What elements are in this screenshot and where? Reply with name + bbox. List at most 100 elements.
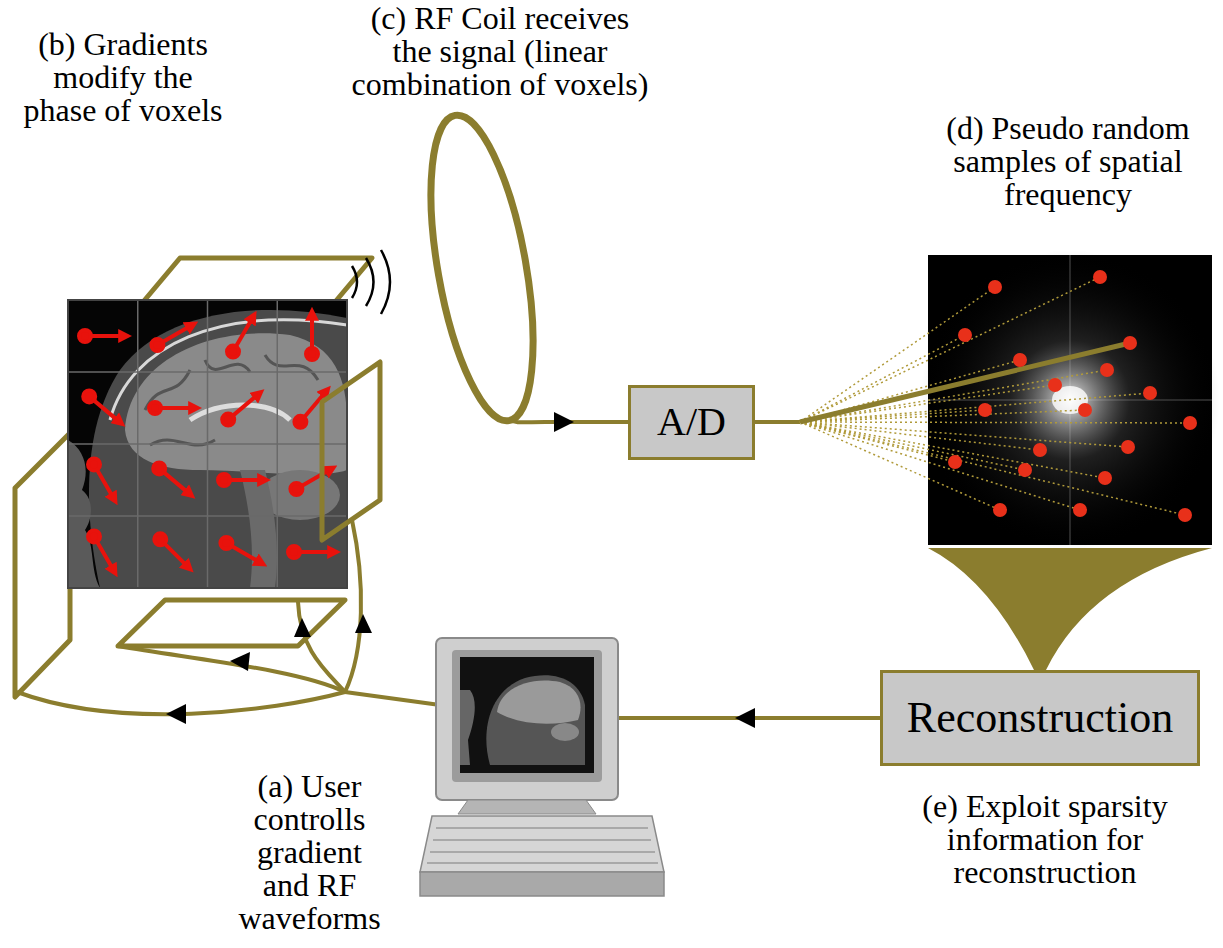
wire-arrowhead [294,618,311,637]
sample-line [800,370,1107,422]
rf-coil [412,108,552,429]
sample-line [800,422,1105,478]
wire-arrowhead [355,614,372,633]
wire-arrowhead [554,412,574,432]
brain-image [68,300,347,588]
sample-line [800,343,1130,422]
phase-arrow [154,533,166,545]
computer [427,862,658,864]
phase-arrow [83,390,95,402]
computer [436,638,618,800]
computer [551,723,579,741]
process-box: Reconstruction [880,670,1200,766]
funnel [928,548,1212,670]
phase-arrow [79,318,330,568]
caption-label: (c) RF Coil receives the signal (linear … [349,2,651,101]
sample-dot [1178,508,1192,522]
brain-image [68,440,100,588]
phase-arrow [220,537,232,549]
sample-dot [1093,270,1107,284]
signal-wave [352,266,357,298]
wire-arrowhead [230,652,250,671]
caption-label: (e) Exploit sparsity information for rec… [905,790,1185,889]
sample-dot [1078,403,1092,417]
control-wire [345,692,440,705]
signal-wave [352,250,390,314]
sample-dot [1121,440,1135,454]
process-box: A/D [628,385,755,460]
sample-dot [1018,463,1032,477]
brain-image [68,443,347,445]
phase-arrow [218,474,230,486]
computer [430,851,655,853]
gradient-coil [118,600,345,646]
sample-dot [988,280,1002,294]
phase-arrow [306,348,318,360]
computer [497,680,581,723]
phase-arrow [222,414,234,426]
brain-image [68,371,347,373]
phase-arrow [88,530,100,542]
computer [436,827,648,829]
sample-line [800,422,1000,510]
sample-dot [948,455,962,469]
phase-arrow [149,402,161,414]
sample-dot [1033,443,1047,457]
phase-arrow [227,346,239,358]
signal-wire [755,420,800,424]
box-label: Reconstruction [907,694,1173,742]
gradient-coil [15,258,372,697]
brain-image [145,355,318,445]
computer [427,828,658,863]
sample-dot [1183,416,1197,430]
phase-arrow [79,330,91,342]
wire-arrowhead [166,704,186,724]
computer [433,839,651,841]
sample-line [800,422,1185,515]
control-wire [345,520,361,692]
sample-line [800,422,1040,450]
sample-dot [1100,363,1114,377]
computer [460,657,594,773]
sample-dot [1073,503,1087,517]
brain-image [68,300,347,588]
phase-arrow [153,462,165,474]
box-label: A/D [657,400,726,444]
sample-dot [1098,471,1112,485]
control-wire [17,520,440,714]
computer [420,816,664,872]
sample-dot [948,270,1197,522]
wire-arrowhead [166,614,372,724]
signal-wave [381,250,390,314]
sample-dot [1143,386,1157,400]
gradient-coil [322,362,380,540]
gradient-coil [15,433,70,697]
phase-arrow [288,546,300,558]
brain-image [89,310,347,588]
computer [420,638,664,896]
phase-arrow [290,483,302,495]
caption-label: (d) Pseudo random samples of spatial fre… [933,112,1203,211]
brain-image [68,300,347,588]
caption-label: (b) Gradients modify the phase of voxels [18,28,228,127]
sample-line [800,335,965,422]
sample-line [800,287,995,422]
computer [486,675,585,765]
wire-arrowhead [735,708,755,728]
sample-line [800,277,1190,515]
phase-arrow [294,416,306,428]
sample-line [800,422,1025,470]
signal-wave [366,258,374,306]
brain-image [68,515,347,517]
sample-line [800,422,1190,423]
brain-image [125,333,347,474]
sample-dot [1048,378,1062,392]
sample-line [800,422,1080,510]
computer [452,650,602,782]
sample-dot [958,328,972,342]
sample-dot [1123,336,1137,350]
sample-dot [993,503,1007,517]
sample-dot [1013,353,1027,367]
computer [460,690,475,765]
